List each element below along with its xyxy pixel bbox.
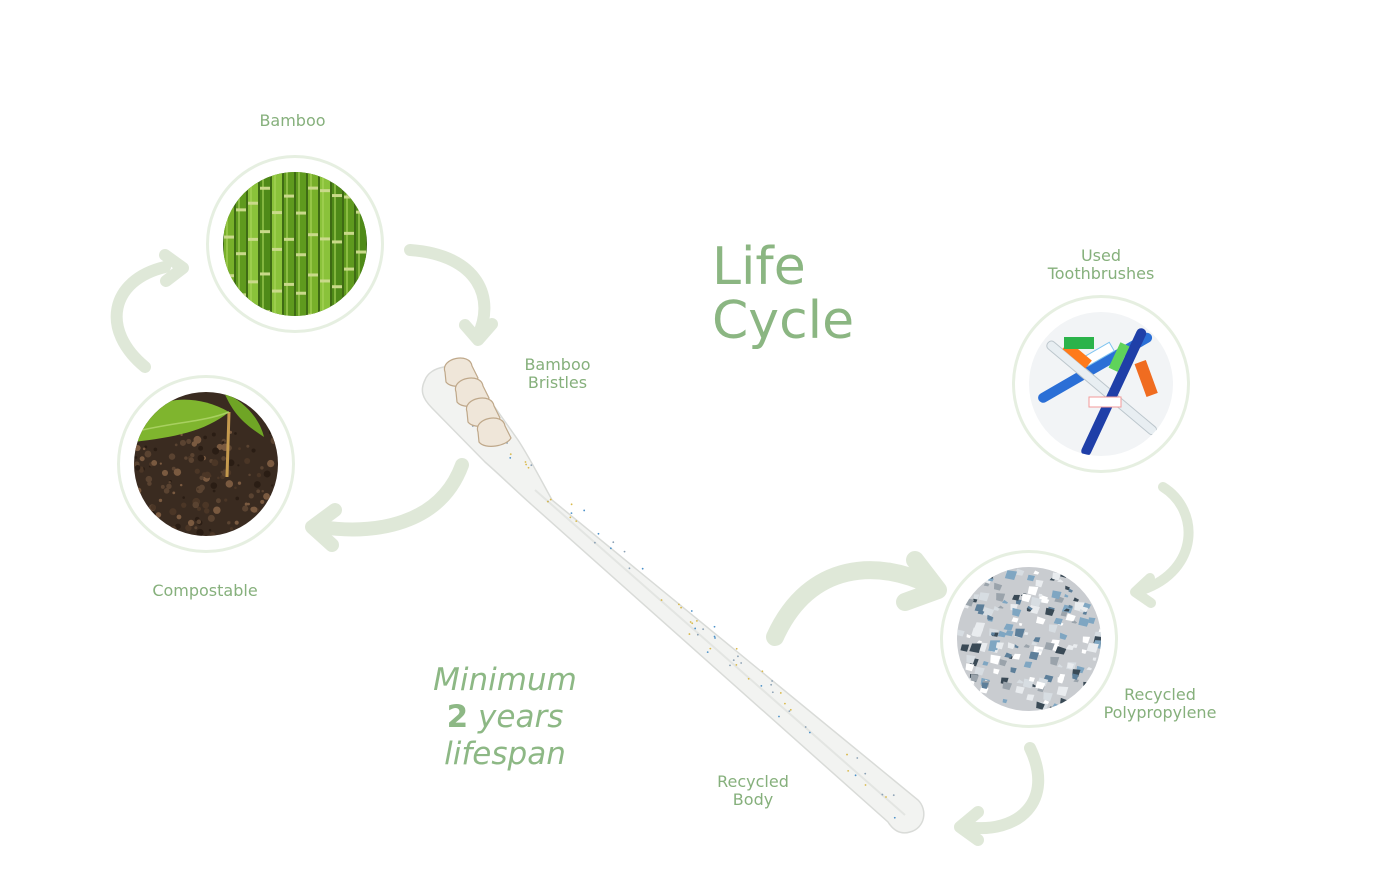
compostable-label: Compostable	[140, 582, 270, 600]
lifespan-line-3: lifespan	[444, 736, 566, 772]
recycled-body-line-1: Recycled	[717, 772, 789, 791]
arrow-pp-to-body	[959, 742, 1045, 835]
bamboo-image	[223, 172, 367, 316]
arrow-head-used-to-pp	[1130, 573, 1156, 608]
used-toothbrushes-circle	[1012, 295, 1190, 473]
arrow-head-pp-to-body	[954, 806, 984, 846]
arrow-brush-to-compost	[313, 458, 469, 537]
recycled-body-label: Recycled Body	[708, 773, 798, 809]
used-toothbrushes-label: Used Toothbrushes	[1040, 247, 1162, 283]
lifespan-text: Minimum 2 years lifespan	[415, 662, 595, 773]
bamboo-label: Bamboo	[245, 112, 340, 130]
polypropylene-circle	[940, 550, 1118, 728]
title-line-1: Life	[712, 237, 806, 297]
recycled-polypropylene-line-1: Recycled	[1124, 685, 1196, 704]
compost-circle	[117, 375, 295, 553]
arrow-head-bamboo-to-bristles	[459, 318, 498, 346]
arrow-head-body-to-pp	[896, 551, 947, 611]
recycled-polypropylene-label: Recycled Polypropylene	[1095, 686, 1225, 722]
used-toothbrushes-line-1: Used	[1080, 246, 1122, 265]
lifespan-line-1: Minimum	[433, 662, 577, 698]
arrow-head-compost-to-bamboo	[159, 249, 189, 287]
bamboo-bristles-label: Bamboo Bristles	[515, 356, 600, 392]
polypropylene-flakes-image	[957, 567, 1101, 711]
compostable-label-text: Compostable	[152, 581, 258, 600]
title-line-2: Cycle	[712, 291, 855, 351]
bamboo-bristles-line-1: Bamboo	[524, 355, 591, 374]
lifespan-years: years	[468, 699, 564, 735]
recycled-body-line-2: Body	[732, 790, 774, 809]
arrow-body-to-pp	[766, 561, 939, 646]
bamboo-bristles-line-2: Bristles	[527, 373, 588, 392]
page-title: Life Cycle	[712, 240, 854, 348]
lifespan-number: 2	[446, 699, 469, 735]
arrow-bamboo-to-bristles	[404, 244, 491, 341]
arrow-used-to-pp	[1137, 482, 1194, 595]
bamboo-circle	[206, 155, 384, 333]
lifespan-line-2: 2 years	[415, 699, 595, 736]
used-toothbrushes-line-2: Toothbrushes	[1047, 264, 1155, 283]
bamboo-label-text: Bamboo	[259, 111, 326, 130]
recycled-polypropylene-line-2: Polypropylene	[1103, 703, 1217, 722]
arrow-compost-to-bamboo	[110, 261, 171, 373]
toothbrush	[421, 357, 925, 834]
arrow-head-brush-to-compost	[305, 503, 342, 552]
